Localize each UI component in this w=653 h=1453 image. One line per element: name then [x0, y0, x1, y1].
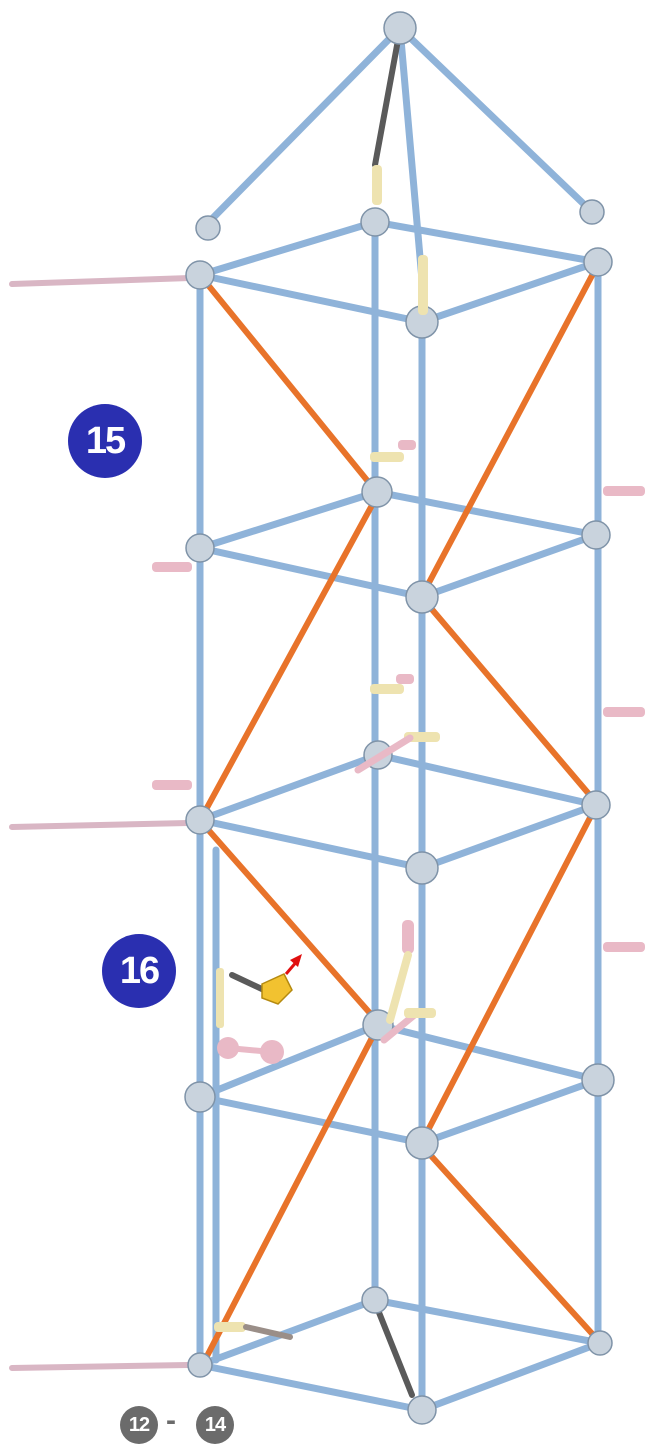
- step-15-badge: 15: [68, 404, 142, 478]
- dark-rods: [229, 37, 415, 1398]
- connector-icon: [184, 11, 615, 1425]
- previous-step-to-badge: 14: [196, 1406, 234, 1444]
- yellow-part: [261, 973, 293, 1005]
- side-pegs: [152, 486, 645, 952]
- previous-step-from-badge: 12: [120, 1406, 158, 1444]
- orange-braces: [200, 265, 599, 1361]
- blue-rods: [196, 24, 604, 1414]
- side-rods: [9, 275, 193, 1371]
- step-16-badge: 16: [102, 934, 176, 1008]
- arrow-icon: [284, 954, 302, 975]
- previous-step-separator: -: [166, 1404, 176, 1437]
- attachment-parts: [214, 165, 440, 1340]
